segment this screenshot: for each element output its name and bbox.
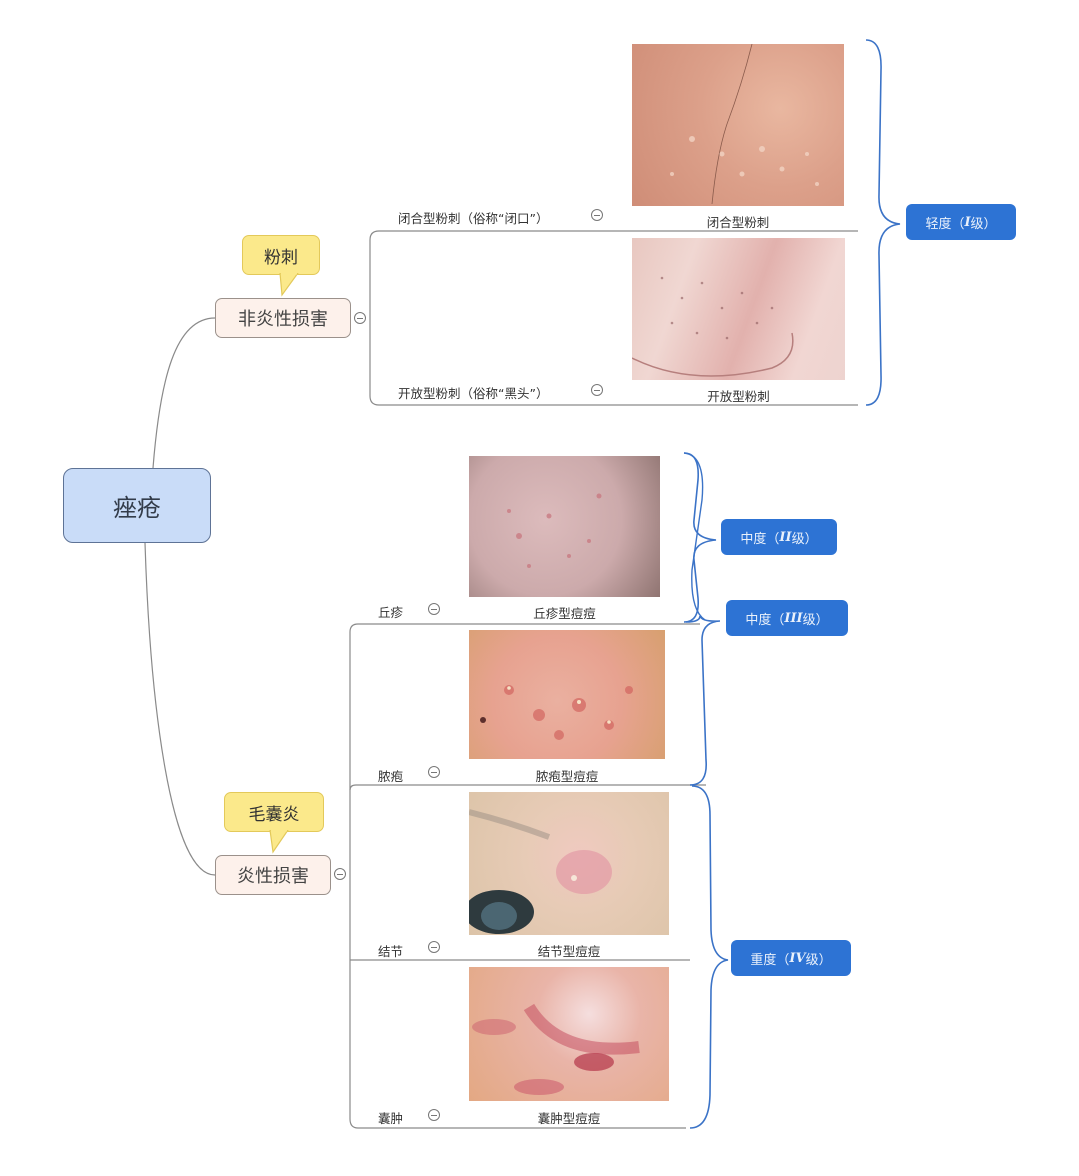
image-caption: 囊肿型痘痘 — [537, 1111, 601, 1126]
open-comedone-nose-photo — [632, 238, 845, 380]
collapse-toggle-icon[interactable] — [334, 868, 346, 880]
leaf-papule[interactable]: 丘疹 — [378, 605, 404, 620]
branch-label: 炎性损害 — [237, 866, 309, 887]
callout-label: 毛囊炎 — [248, 804, 300, 825]
cyst-acne-photo — [469, 967, 669, 1101]
callout-comedone[interactable]: 粉刺 — [242, 235, 320, 275]
root-topic-acne[interactable]: 痤疮 — [63, 468, 211, 543]
branch-non-inflammatory[interactable]: 非炎性损害 — [215, 298, 351, 338]
leaf-open-comedone[interactable]: 开放型粉刺（俗称“黑头”） — [398, 386, 549, 401]
grade-level: I — [964, 214, 971, 230]
collapse-toggle-icon[interactable] — [428, 603, 440, 615]
leaf-cyst[interactable]: 囊肿 — [378, 1111, 404, 1126]
callout-pointer-icon — [269, 830, 289, 854]
branch-label: 非炎性损害 — [238, 309, 328, 330]
root-topic-label: 痤疮 — [113, 494, 161, 522]
image-caption: 闭合型粉刺 — [706, 215, 770, 230]
collapse-toggle-icon[interactable] — [591, 209, 603, 221]
grade-prefix: 轻度（ — [925, 216, 965, 232]
grade-level: IV — [789, 950, 806, 966]
grade-suffix: 级） — [802, 612, 829, 628]
grade-suffix: 级） — [791, 531, 818, 547]
image-caption: 脓疱型痘痘 — [535, 769, 599, 784]
image-caption: 开放型粉刺 — [707, 389, 770, 404]
collapse-toggle-icon[interactable] — [591, 384, 603, 396]
pustule-acne-photo — [469, 630, 665, 759]
grade-suffix: 级） — [805, 952, 832, 968]
grade-prefix: 中度（ — [745, 612, 785, 628]
grade-level: II — [779, 529, 792, 545]
image-caption: 结节型痘痘 — [537, 944, 601, 959]
collapse-toggle-icon[interactable] — [428, 1109, 440, 1121]
grade-prefix: 中度（ — [740, 531, 780, 547]
collapse-toggle-icon[interactable] — [428, 941, 440, 953]
grade-level: III — [784, 610, 803, 626]
branch-inflammatory[interactable]: 炎性损害 — [215, 855, 331, 895]
leaf-closed-comedone[interactable]: 闭合型粉刺（俗称“闭口”） — [398, 211, 549, 226]
callout-folliculitis[interactable]: 毛囊炎 — [224, 792, 324, 832]
grade-suffix: 级） — [970, 216, 997, 232]
grade-prefix: 重度（ — [750, 952, 790, 968]
image-caption: 丘疹型痘痘 — [533, 606, 596, 621]
collapse-toggle-icon[interactable] — [428, 766, 440, 778]
nodule-acne-photo — [469, 792, 669, 935]
papule-acne-photo — [469, 456, 660, 597]
callout-pointer-icon — [279, 273, 299, 297]
leaf-pustule[interactable]: 脓疱 — [378, 769, 404, 784]
callout-label: 粉刺 — [264, 247, 298, 268]
leaf-nodule[interactable]: 结节 — [378, 944, 404, 959]
collapse-toggle-icon[interactable] — [354, 312, 366, 324]
closed-comedone-skin-photo — [632, 44, 844, 206]
